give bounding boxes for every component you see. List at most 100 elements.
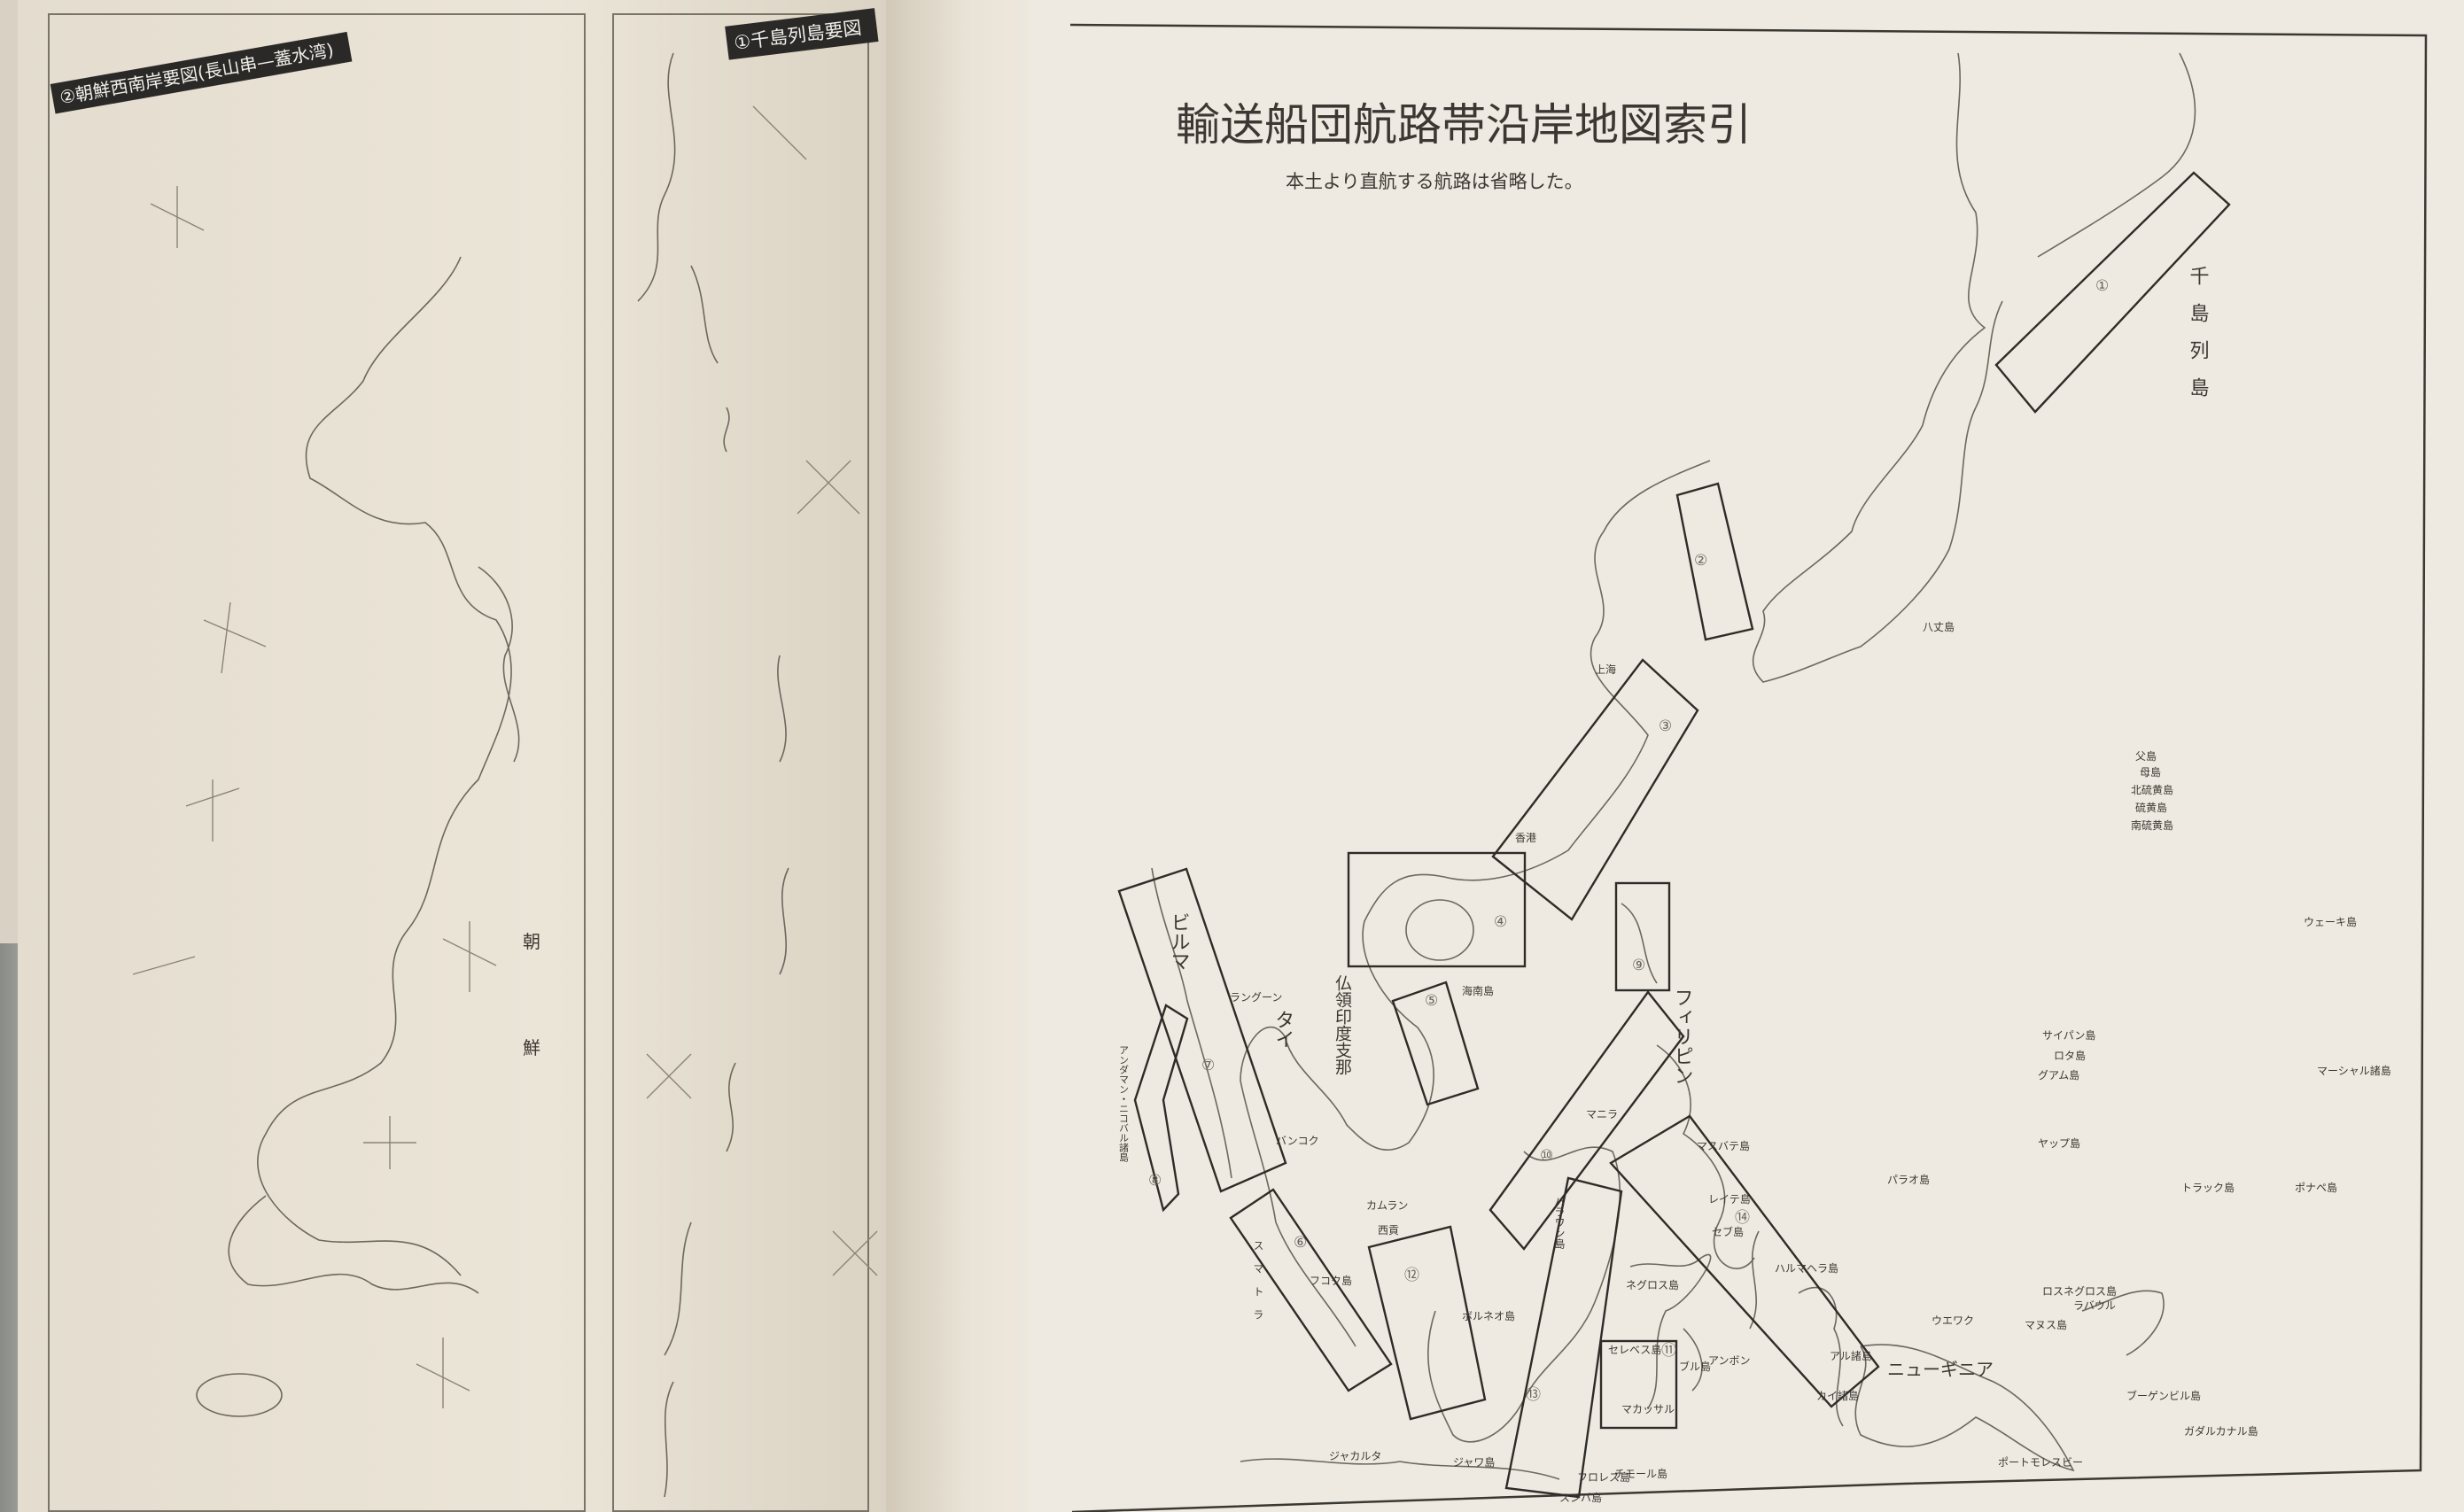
- place-label: ジャカルタ: [1329, 1450, 1381, 1462]
- region-box-1[interactable]: [1994, 171, 2231, 414]
- region-box-2[interactable]: [1675, 482, 1754, 641]
- region-boxes: [1117, 171, 2231, 1499]
- map-title-bar: ①千島列島要図: [725, 8, 879, 60]
- map-frame: [1069, 23, 2428, 1512]
- region-number: ③: [1659, 717, 1672, 735]
- place-label: ネグロス島: [1626, 1278, 1679, 1291]
- place-label: カムラン: [1366, 1199, 1408, 1212]
- region-box-6[interactable]: [1229, 1188, 1393, 1392]
- grid-crosshair-marks: [646, 105, 878, 1276]
- region-box-5[interactable]: [1391, 981, 1480, 1106]
- place-label: マヌス島: [2025, 1318, 2067, 1331]
- region-box-14[interactable]: [1609, 1114, 1880, 1408]
- place-label: ポートモレスビー: [1998, 1456, 2083, 1469]
- place-label: マカッサル: [1621, 1403, 1675, 1415]
- map-title: ②朝鮮西南岸要図(長山串—蓋水湾): [58, 39, 335, 108]
- place-label: 北硫黄島: [2131, 783, 2173, 796]
- region-numbers: ① ② ③ ④ ⑤ ⑥ ⑦ ⑧ ⑨ ⑩ ⑪ ⑫ ⑬ ⑭: [1148, 277, 2109, 1404]
- place-label: 西貢: [1378, 1224, 1399, 1237]
- region-number: ⑧: [1148, 1172, 1162, 1190]
- place-label: ブーゲンビル島: [2126, 1389, 2201, 1402]
- place-label: 南硫黄島: [2131, 818, 2173, 832]
- place-label: トラック島: [2181, 1181, 2235, 1194]
- region-number: ⑬: [1526, 1386, 1541, 1404]
- place-label: パラワン島: [1553, 1196, 1566, 1250]
- place-label: ロスネグロス島: [2042, 1284, 2117, 1298]
- region-box-11[interactable]: [1599, 1339, 1678, 1430]
- place-label: 上海: [1595, 663, 1616, 676]
- region-number: ⑤: [1425, 992, 1438, 1010]
- region-number: ⑨: [1632, 957, 1645, 974]
- place-label: 硫黄島: [2135, 801, 2167, 814]
- place-label: ラングーン: [1230, 991, 1282, 1004]
- place-label: フロレス島: [1577, 1470, 1630, 1484]
- region-number: ⑥: [1294, 1234, 1307, 1252]
- place-label: 父島: [2135, 749, 2157, 763]
- map-korea-southwest-coast: ②朝鮮西南岸要図(長山串—蓋水湾) 朝 鮮: [48, 13, 586, 1512]
- place-label: グアム島: [2038, 1068, 2079, 1082]
- place-label: 母島: [2140, 765, 2161, 779]
- region-number: ⑪: [1661, 1342, 1676, 1360]
- region-box-8[interactable]: [1133, 1004, 1189, 1213]
- place-label: ラバウル: [2073, 1299, 2116, 1312]
- coastlines: [1151, 52, 2196, 1480]
- region-box-10[interactable]: [1489, 990, 1685, 1251]
- place-label: チモール島: [1614, 1467, 1667, 1480]
- place-label: カイ諸島: [1816, 1389, 1859, 1402]
- place-label: マーシャル諸島: [2317, 1064, 2391, 1077]
- region-number: ⑫: [1404, 1267, 1419, 1284]
- place-label: ポナペ島: [2295, 1181, 2337, 1194]
- left-page: [18, 0, 913, 1512]
- region-box-9[interactable]: [1614, 881, 1671, 992]
- island-outline: [196, 1373, 283, 1417]
- region-box-3[interactable]: [1491, 658, 1699, 921]
- place-label: アンボン: [1708, 1354, 1751, 1367]
- label-new-guinea: ニューギニア: [1887, 1359, 1994, 1380]
- convoy-route-index-map: 輸送船団航路帯沿岸地図索引 本土より直航する航路は省略した。: [1069, 23, 2428, 1512]
- region-box-4[interactable]: [1347, 851, 1527, 968]
- place-label: ロタ島: [2054, 1049, 2086, 1062]
- place-label: セレベス島: [1608, 1343, 1661, 1356]
- place-label: アンダマン・ニコバル諸島: [1118, 1045, 1130, 1163]
- region-number: ④: [1494, 913, 1507, 931]
- map-title-bar: ②朝鮮西南岸要図(長山串—蓋水湾): [50, 31, 353, 114]
- place-label: 海南島: [1462, 984, 1494, 997]
- region-label: 朝: [523, 931, 540, 952]
- place-label: 香港: [1515, 832, 1536, 844]
- region-number: ⑩: [1540, 1147, 1553, 1165]
- label-thai: タイ: [1272, 1010, 1294, 1049]
- place-label: 八丈島: [1923, 620, 1955, 633]
- place-label: アル諸島: [1830, 1349, 1872, 1362]
- page-subtitle: 本土より直航する航路は省略した。: [1286, 171, 1583, 192]
- place-label: ウエワク: [1932, 1314, 1974, 1327]
- place-label: サイパン島: [2042, 1028, 2095, 1042]
- map-frame: [612, 13, 869, 1512]
- place-label: ヤップ島: [2038, 1136, 2080, 1150]
- place-label: ボルネオ島: [1462, 1309, 1515, 1322]
- place-label: バンコク: [1276, 1135, 1319, 1147]
- map-frame: [48, 13, 586, 1512]
- label-burma: ビルマ: [1168, 912, 1190, 971]
- place-label: パラオ島: [1887, 1173, 1930, 1186]
- region-label: 鮮: [523, 1037, 540, 1058]
- place-label: ハルマヘラ島: [1775, 1261, 1838, 1275]
- label-philippines: フィリピン: [1671, 988, 1693, 1085]
- country-labels: ビルマ タイ 仏領印度支那 フィリピン 千島列島 ニューギニア: [1168, 266, 2209, 1380]
- place-labels: 海南島 香港 上海 ラングーン バンコク カムラン 西貢 フコク島 マニラ マス…: [1118, 620, 2391, 1504]
- page-title: 輸送船団航路帯沿岸地図索引: [1176, 99, 1752, 151]
- region-number: ⑦: [1201, 1057, 1215, 1074]
- region-number: ⑭: [1735, 1209, 1750, 1227]
- place-label: ガダルカナル島: [2184, 1424, 2258, 1438]
- region-number: ①: [2095, 277, 2109, 295]
- place-label: スマトラ: [1252, 1240, 1264, 1332]
- place-label: マスバテ島: [1697, 1139, 1750, 1152]
- region-box-7[interactable]: [1117, 867, 1287, 1193]
- place-label: セブ島: [1712, 1225, 1744, 1238]
- place-label: マニラ: [1586, 1108, 1618, 1120]
- place-label: フコク島: [1310, 1274, 1352, 1287]
- place-label: ジャワ島: [1453, 1455, 1495, 1469]
- region-box-12[interactable]: [1367, 1225, 1487, 1421]
- place-label: ブル島: [1679, 1360, 1711, 1373]
- region-box-13[interactable]: [1504, 1176, 1623, 1499]
